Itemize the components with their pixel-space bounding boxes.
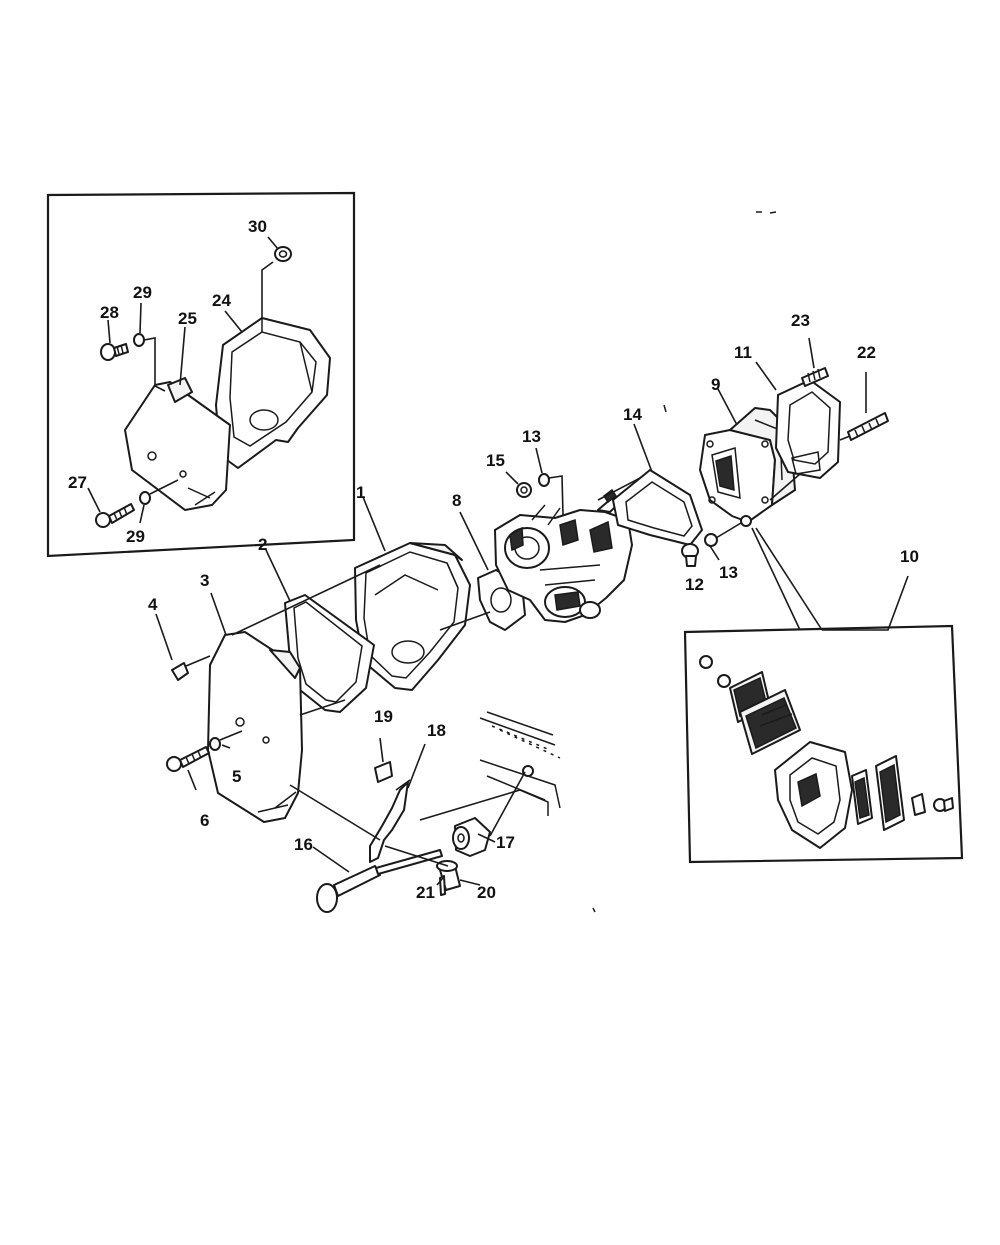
callout-13-top: 13 xyxy=(522,427,541,446)
stud-23 xyxy=(801,367,829,387)
callout-9: 9 xyxy=(711,375,720,394)
nut-15 xyxy=(516,482,532,498)
nut-30 xyxy=(274,246,292,262)
washer-29-bottom xyxy=(139,491,151,505)
callout-25: 25 xyxy=(178,309,197,328)
choke-knob-16 xyxy=(316,849,443,913)
screw-12 xyxy=(681,543,699,567)
silencer-cover-3 xyxy=(207,631,303,823)
washer-29-top xyxy=(133,333,145,347)
callout-29-top: 29 xyxy=(133,283,152,302)
bushing-17 xyxy=(452,817,491,857)
callout-22: 22 xyxy=(857,343,876,362)
screw-6 xyxy=(166,746,210,772)
callout-28: 28 xyxy=(100,303,119,322)
callout-17: 17 xyxy=(496,833,515,852)
choke-lever-18 xyxy=(369,779,411,863)
callout-13-bottom: 13 xyxy=(719,563,738,582)
callout-16: 16 xyxy=(294,835,313,854)
washer-13-top xyxy=(538,473,550,487)
washer-5 xyxy=(209,737,221,751)
stud-22 xyxy=(847,412,889,441)
callout-20: 20 xyxy=(477,883,496,902)
callout-6: 6 xyxy=(200,811,209,830)
silencer-cover-25 xyxy=(124,377,231,511)
silencer-body-1 xyxy=(354,542,471,691)
screw-4 xyxy=(171,655,211,681)
callout-27: 27 xyxy=(68,473,87,492)
callout-12: 12 xyxy=(685,575,704,594)
callout-5: 5 xyxy=(232,767,241,786)
inset-10-frame xyxy=(683,624,964,864)
callout-30: 30 xyxy=(248,217,267,236)
callout-11: 11 xyxy=(734,343,752,362)
engine-housing-outline xyxy=(479,711,561,816)
callout-23: 23 xyxy=(791,311,810,330)
callout-10: 10 xyxy=(900,547,919,566)
inset-frame xyxy=(46,191,356,558)
callout-labels: 30 29 24 28 25 27 29 23 11 22 9 14 13 15… xyxy=(68,217,919,902)
inset-air-silencer-variant xyxy=(46,191,356,558)
callout-21: 21 xyxy=(416,883,435,902)
callout-4: 4 xyxy=(148,595,158,614)
callout-24: 24 xyxy=(212,291,231,310)
gasket-14 xyxy=(612,469,703,546)
screw-28 xyxy=(100,343,129,361)
callout-3: 3 xyxy=(200,571,209,590)
callout-15: 15 xyxy=(486,451,505,470)
inset-reed-valve-detail xyxy=(683,575,964,864)
callout-2: 2 xyxy=(258,535,267,554)
callout-18: 18 xyxy=(427,721,446,740)
callout-19: 19 xyxy=(374,707,393,726)
callout-1: 1 xyxy=(356,483,365,502)
callout-29-bottom: 29 xyxy=(126,527,145,546)
callout-8: 8 xyxy=(452,491,461,510)
callout-14: 14 xyxy=(623,405,642,424)
silencer-base-24 xyxy=(215,317,331,469)
screw-27 xyxy=(95,503,135,528)
washer-13-bottom xyxy=(704,533,718,547)
plate-11 xyxy=(775,379,841,479)
clip-19 xyxy=(374,761,393,783)
